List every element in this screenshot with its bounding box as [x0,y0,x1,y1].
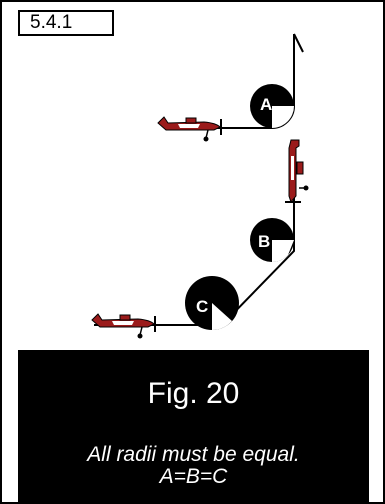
aircraft-vertical-icon [285,140,309,202]
aircraft-top-icon [158,117,221,142]
radius-marker-b: B [250,218,294,262]
marker-b-letter: B [258,232,270,251]
figure-note: All radii must be equal. A=B=C [18,444,369,488]
marker-c-letter: C [196,297,208,316]
note-line-2: A=B=C [18,466,369,488]
marker-a-letter: A [260,95,272,114]
aircraft-bottom-icon [92,314,155,339]
note-line-1: All radii must be equal. [18,444,369,466]
radius-marker-a: A [250,84,294,128]
caption-panel: Fig. 20 All radii must be equal. A=B=C [18,350,369,502]
radius-marker-c: C [185,276,239,330]
figure-title: Fig. 20 [18,377,369,411]
